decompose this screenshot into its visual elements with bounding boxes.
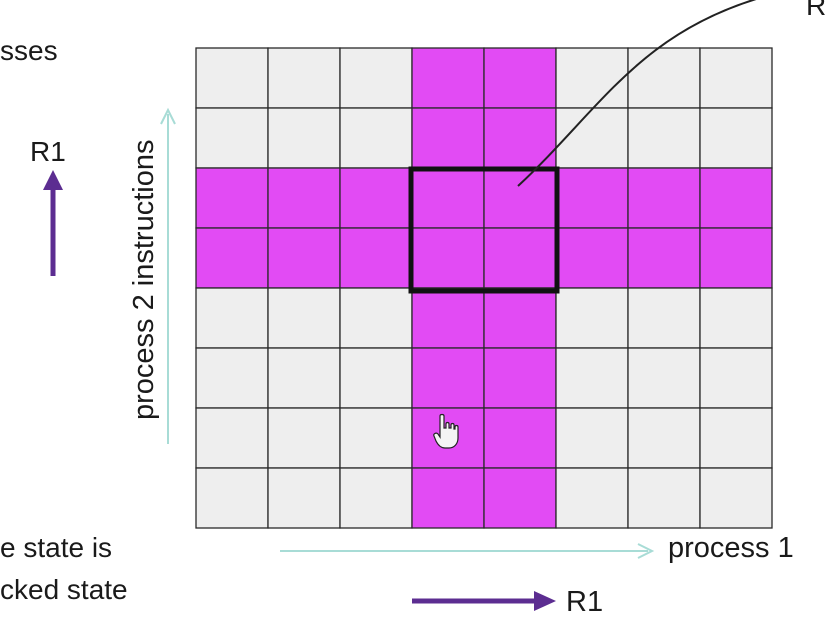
callout-line xyxy=(517,0,757,187)
grid-cell xyxy=(267,107,341,169)
grid-cell xyxy=(627,467,701,529)
grid-cell-highlighted xyxy=(483,407,557,469)
grid-cell-highlighted xyxy=(411,467,485,529)
grid-cell xyxy=(699,407,773,469)
grid-cell xyxy=(267,467,341,529)
grid-cell-highlighted xyxy=(411,107,485,169)
deadlock-region-box xyxy=(408,166,560,294)
grid-cell-highlighted xyxy=(411,167,485,229)
grid-cell-highlighted xyxy=(195,227,269,289)
grid-cell xyxy=(627,287,701,349)
grid-cell xyxy=(699,467,773,529)
label-r1-left: R1 xyxy=(30,136,66,167)
grid-cell xyxy=(195,347,269,409)
grid-cell xyxy=(627,47,701,109)
grid-cell xyxy=(699,47,773,109)
label-top-right: R xyxy=(806,0,826,21)
y-axis-arrow xyxy=(160,107,176,444)
label-processes: sses xyxy=(0,35,58,66)
grid-cell xyxy=(555,347,629,409)
grid-cell-highlighted xyxy=(339,227,413,289)
grid-cell xyxy=(195,107,269,169)
grid-cell xyxy=(627,407,701,469)
grid-cell-highlighted xyxy=(483,167,557,229)
grid-cell-highlighted xyxy=(339,167,413,229)
r1-right-arrow xyxy=(412,591,556,611)
grid-cell-highlighted xyxy=(411,47,485,109)
grid-cell xyxy=(699,347,773,409)
grid-cell xyxy=(555,107,629,169)
grid-cell xyxy=(339,107,413,169)
grid-cell xyxy=(267,287,341,349)
grid-cell-highlighted xyxy=(483,107,557,169)
grid-cell-highlighted xyxy=(411,347,485,409)
label-r1-bottom: R1 xyxy=(566,586,604,618)
label-state-line-2: cked state xyxy=(0,574,128,605)
grid-cell-highlighted xyxy=(195,167,269,229)
grid-cell xyxy=(627,107,701,169)
grid-cell xyxy=(267,347,341,409)
grid-cell xyxy=(699,107,773,169)
grid-cell-highlighted xyxy=(483,287,557,349)
grid-cell xyxy=(267,407,341,469)
grid-cell xyxy=(339,47,413,109)
grid-cell-highlighted xyxy=(483,347,557,409)
grid-cell xyxy=(339,287,413,349)
r1-up-arrow xyxy=(43,170,63,276)
grid-cell xyxy=(627,347,701,409)
grid-cell-highlighted xyxy=(483,467,557,529)
grid-cell-highlighted xyxy=(267,167,341,229)
grid-cell xyxy=(339,407,413,469)
grid-cell xyxy=(699,287,773,349)
grid-cell xyxy=(195,407,269,469)
grid-cell-highlighted xyxy=(627,227,701,289)
x-axis-arrow xyxy=(280,543,655,559)
grid-cell xyxy=(195,287,269,349)
grid-cell xyxy=(195,467,269,529)
hand-pointer-icon xyxy=(433,413,459,449)
x-axis-label: process 1 xyxy=(668,532,794,564)
grid-cell xyxy=(339,467,413,529)
grid-cell xyxy=(555,407,629,469)
grid-cell xyxy=(267,47,341,109)
grid-cell-highlighted xyxy=(483,47,557,109)
label-state-line-1: e state is xyxy=(0,532,113,563)
grid-cell-highlighted xyxy=(555,167,629,229)
